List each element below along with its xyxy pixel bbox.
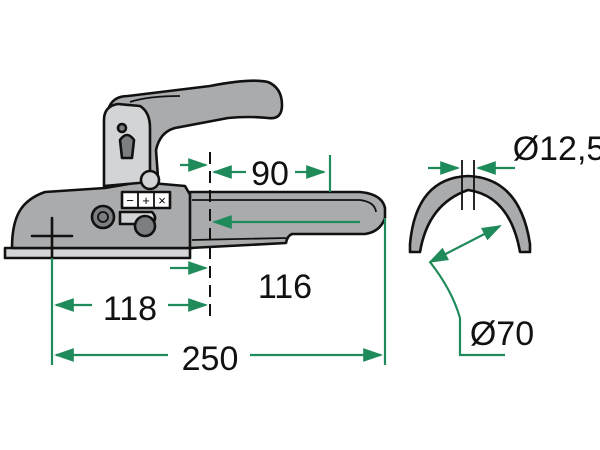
minus-symbol: −	[126, 193, 134, 208]
label-diameter-70: Ø70	[470, 315, 534, 353]
tow-coupling: − + ×	[3, 79, 387, 260]
drawbar	[188, 190, 387, 250]
lock-hole	[118, 133, 136, 160]
rivet	[116, 122, 128, 134]
bolt-hole	[90, 204, 116, 230]
dimension-90: 90	[180, 155, 332, 193]
dimension-118: 118	[50, 258, 208, 365]
label-90: 90	[251, 155, 289, 193]
dimension-250: 250	[54, 218, 387, 378]
indicator-knob	[139, 169, 161, 191]
wear-indicator-label: − + ×	[120, 190, 172, 210]
label-116: 116	[258, 268, 312, 306]
plus-symbol: +	[142, 193, 150, 208]
base-plate	[3, 246, 192, 260]
dimension-diameter-70: Ø70	[428, 225, 534, 357]
dimension-diameter-12-5: Ø12,5	[428, 130, 600, 175]
cross-symbol: ×	[158, 193, 166, 208]
label-118: 118	[103, 290, 157, 328]
label-250: 250	[182, 340, 239, 378]
tube-cross-section	[408, 160, 532, 254]
label-diameter-12-5: Ø12,5	[513, 130, 600, 168]
dimension-116: 116	[170, 215, 360, 306]
lever-handle	[106, 79, 284, 184]
